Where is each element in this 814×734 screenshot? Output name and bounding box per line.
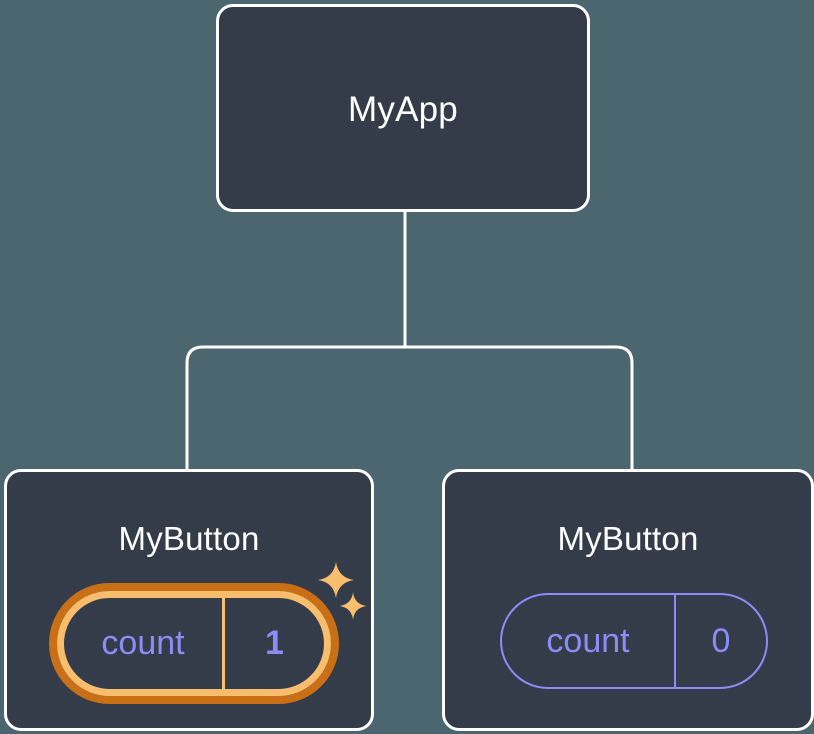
node-mybutton-right[interactable]: MyButton count 0 — [442, 469, 814, 731]
state-pill-highlighted[interactable]: count 1 — [49, 583, 339, 704]
node-myapp[interactable]: MyApp — [216, 4, 590, 212]
node-title-child-right: MyButton — [557, 520, 699, 557]
state-pill-divider — [674, 595, 676, 687]
node-title-root: MyApp — [348, 90, 458, 129]
state-key-label: count — [546, 621, 630, 660]
edge-branch-bus — [185, 345, 634, 469]
node-title-child-left: MyButton — [118, 520, 260, 557]
state-value-label: 0 — [711, 621, 731, 660]
state-pill-plain[interactable]: count 0 — [500, 593, 768, 689]
state-value-label: 1 — [265, 624, 284, 662]
state-pill-divider — [222, 598, 225, 689]
node-mybutton-left[interactable]: MyButton count 1 — [4, 469, 374, 731]
state-key-label: count — [101, 624, 185, 662]
state-pill-inner-ring: count 1 — [57, 591, 331, 696]
